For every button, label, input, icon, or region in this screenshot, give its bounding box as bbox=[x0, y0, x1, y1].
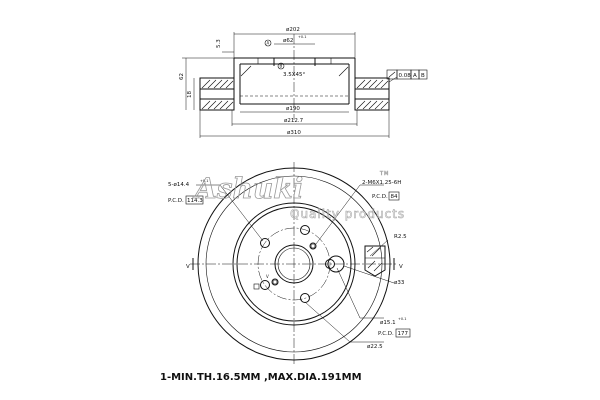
dim-53: 5.3 bbox=[216, 39, 222, 48]
runout-datum-b: B bbox=[421, 73, 425, 79]
thread-pcd-label: P.C.D. bbox=[372, 194, 388, 200]
thread-pcd-value: 84 bbox=[391, 194, 398, 200]
dim-d2127: ø212.7 bbox=[284, 118, 304, 124]
d33-dim: ø33 bbox=[394, 280, 405, 286]
brand-watermark: Ashuki TM Quality products bbox=[192, 171, 405, 222]
brand-tagline: Quality products bbox=[290, 207, 405, 221]
runout-datum-a: A bbox=[413, 73, 417, 79]
pcd2-value: 177 bbox=[398, 331, 409, 337]
dim-chamfer: 3.5X45° bbox=[283, 72, 306, 78]
dim-d202: ø202 bbox=[286, 27, 300, 33]
dim-d310: ø310 bbox=[287, 130, 301, 136]
pcd-value: 114.3 bbox=[187, 198, 203, 204]
spec-note: 1-MIN.TH.16.5MM ,MAX.DIA.191MM bbox=[160, 372, 362, 383]
radius-dim: R2.5 bbox=[394, 234, 407, 240]
datum-a-label: A bbox=[267, 41, 270, 46]
d151-dim: ø15.1 bbox=[380, 320, 396, 326]
bolt-holes-dim: 5-ø14.4 bbox=[168, 182, 190, 188]
runout-value: 0.08 bbox=[399, 73, 412, 79]
dim-h62: 62 bbox=[179, 73, 185, 80]
plan-view: V V 5-ø14.4 +0.1 P.C.D. 114.3 2-M6X1.25-… bbox=[168, 162, 411, 364]
brand-name: Ashuki bbox=[192, 172, 303, 205]
datum-b-label: B bbox=[280, 64, 283, 69]
pcd2-label: P.C.D. bbox=[378, 331, 394, 337]
section-v-right: V bbox=[399, 264, 403, 270]
section-v-mark: V bbox=[266, 274, 269, 279]
bolt-holes-tol: +0.1 bbox=[200, 179, 209, 183]
brand-trademark: TM bbox=[379, 171, 389, 177]
dim-d62: ø62 bbox=[283, 38, 293, 44]
dim-d190: ø190 bbox=[286, 106, 300, 112]
pcd-label: P.C.D. bbox=[168, 198, 184, 204]
threads-dim: 2-M6X1.25-6H bbox=[362, 180, 401, 186]
dim-h18: 18 bbox=[187, 91, 193, 98]
section-v-left: V bbox=[186, 264, 190, 270]
section-view: ø202 ø62 +0.1 A B 5.3 3.5X45° 62 18 ø190… bbox=[179, 27, 428, 138]
dim-d62-tol: +0.1 bbox=[298, 35, 307, 39]
d225-dim: ø22.5 bbox=[367, 344, 383, 350]
d151-tol: +0.1 bbox=[398, 317, 407, 321]
